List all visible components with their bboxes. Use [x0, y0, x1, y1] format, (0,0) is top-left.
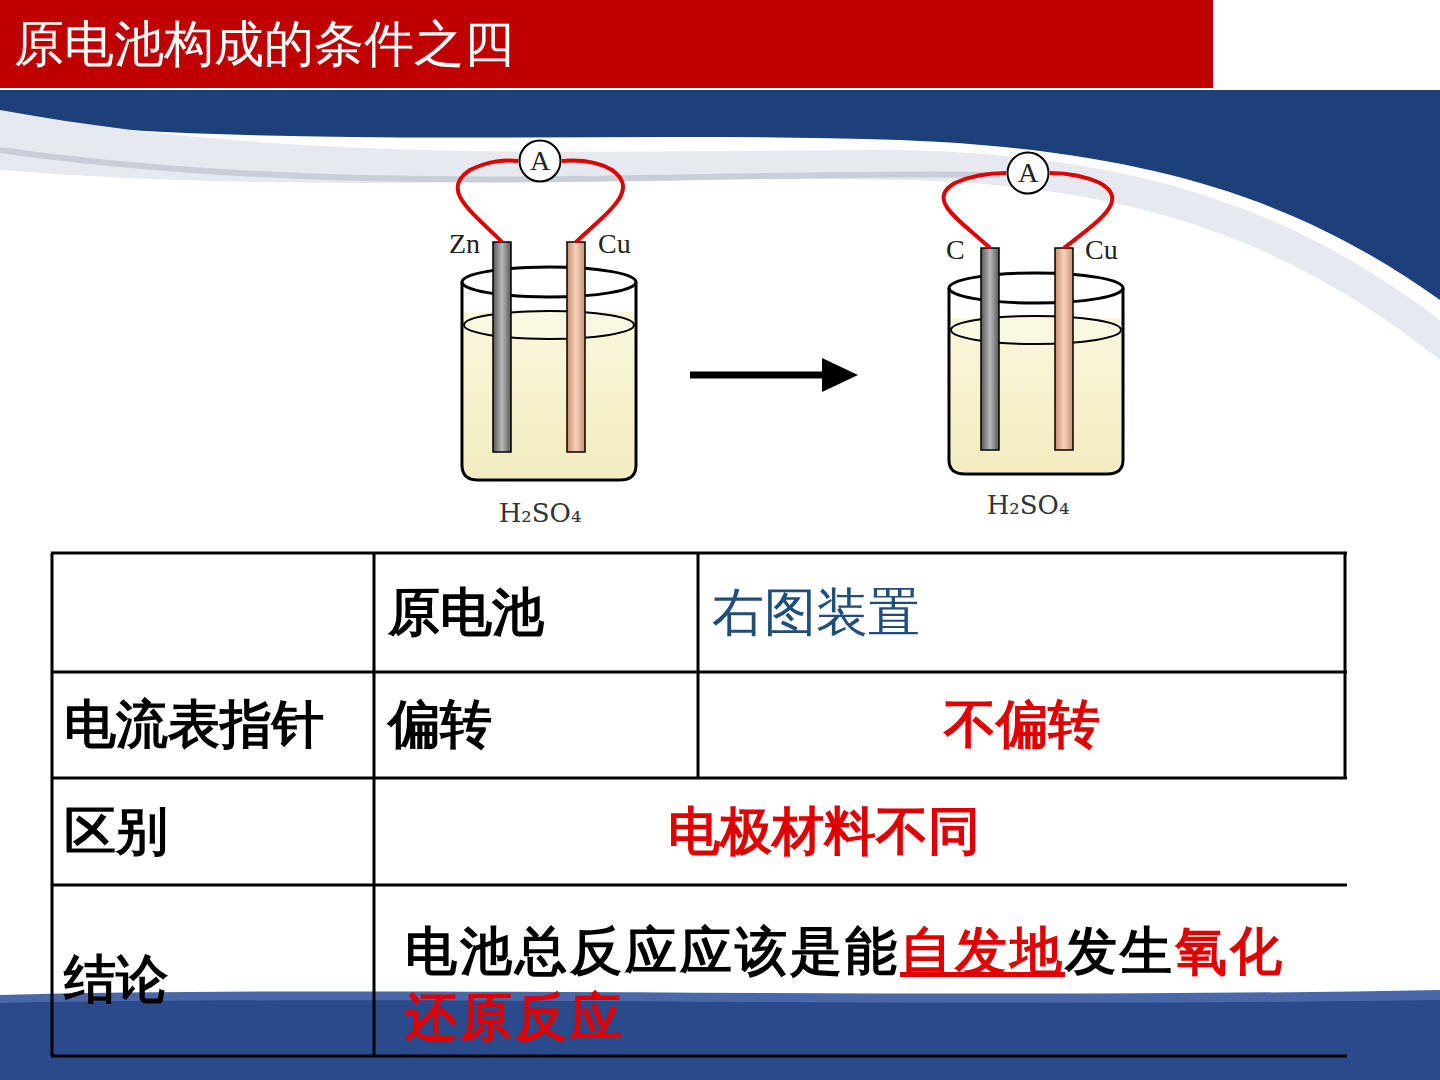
cell-text: 偏转	[388, 690, 492, 760]
table-cell: 偏转	[388, 672, 688, 778]
ammeter-label: A	[518, 139, 562, 183]
slide-title: 原电池构成的条件之四	[14, 11, 514, 78]
swoosh-line	[0, 150, 1000, 179]
cell-text: 右图装置	[712, 578, 920, 648]
beaker-zn-cu	[458, 161, 636, 480]
bottom-band	[0, 995, 1440, 1080]
transition-arrow	[690, 358, 858, 392]
conclusion-part: 发生	[1065, 921, 1175, 981]
table-grid	[51, 553, 1347, 1056]
ammeter-symbol: A	[1006, 151, 1050, 195]
ammeter-symbol: A	[518, 139, 562, 183]
cell-text: 电极材料不同	[668, 797, 980, 867]
cell-text: 区别	[64, 797, 168, 867]
electrode-label: Zn	[449, 228, 480, 260]
cell-text: 结论	[64, 945, 168, 1015]
table-header: 原电池	[388, 553, 688, 672]
cell-text: 不偏转	[944, 690, 1100, 760]
electrode-label: Cu	[598, 228, 631, 260]
cell-text: 原电池	[388, 578, 544, 648]
beaker-c-cu	[944, 173, 1123, 474]
electrode-label: Cu	[1085, 234, 1118, 266]
conclusion-part: 电池总反应应该是能	[405, 921, 900, 981]
white-ground	[0, 170, 1440, 1080]
electrolyte-label: H₂SO₄	[987, 490, 1070, 520]
conclusion-part: 自发地	[900, 921, 1065, 981]
electrode-label: C	[946, 234, 965, 266]
row-header: 结论	[64, 935, 370, 1025]
cell-text: 电流表指针	[64, 690, 324, 760]
conclusion-text: 电池总反应应该是能自发地发生氧化还原反应	[405, 918, 1310, 1050]
table-cell: 电极材料不同	[374, 778, 1274, 885]
row-header: 区别	[64, 778, 370, 885]
table-cell: 不偏转	[698, 672, 1345, 778]
row-header: 电流表指针	[64, 672, 370, 778]
table-header: 右图装置	[712, 553, 1332, 672]
ammeter-label: A	[1006, 151, 1050, 195]
electrolyte-label: H₂SO₄	[499, 498, 582, 528]
title-bar: 原电池构成的条件之四	[0, 0, 1213, 88]
bottom-band-edge	[0, 990, 1440, 1003]
